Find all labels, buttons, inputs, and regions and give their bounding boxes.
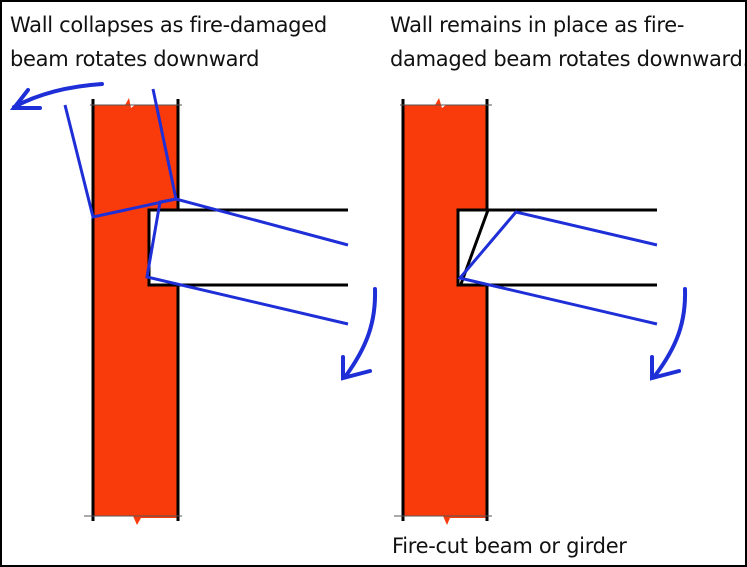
left-beam-pocket xyxy=(147,208,348,287)
right-caption: Wall remains in place as fire- damaged b… xyxy=(390,8,747,76)
right-beam-pocket xyxy=(456,208,657,287)
right-beam-rotation-arrowhead xyxy=(650,355,681,381)
left-rotated-beam-outline xyxy=(145,197,349,326)
right-beam-rotation-arrow xyxy=(652,287,688,379)
right-rotated-beam-outline xyxy=(457,210,658,326)
left-topple-arrow xyxy=(12,82,104,109)
right-caption-line-1: Wall remains in place as fire- xyxy=(390,13,685,37)
left-rotated-wall-outline xyxy=(63,88,178,219)
left-caption-line-1: Wall collapses as fire-damaged xyxy=(10,13,327,37)
left-beam-rotation-arrow xyxy=(343,287,378,379)
right-caption-line-2: damaged beam rotates downward. xyxy=(390,47,747,71)
left-beam-rotation-arrowhead xyxy=(341,355,372,381)
left-caption-line-2: beam rotates downward xyxy=(10,47,260,71)
left-caption: Wall collapses as fire-damaged beam rota… xyxy=(10,8,327,76)
right-panel xyxy=(394,98,688,525)
right-wall xyxy=(403,98,487,525)
left-topple-arrowhead xyxy=(9,88,42,110)
fire-cut-label: Fire-cut beam or girder xyxy=(392,534,627,558)
left-wall xyxy=(93,98,178,525)
left-panel xyxy=(9,82,378,525)
